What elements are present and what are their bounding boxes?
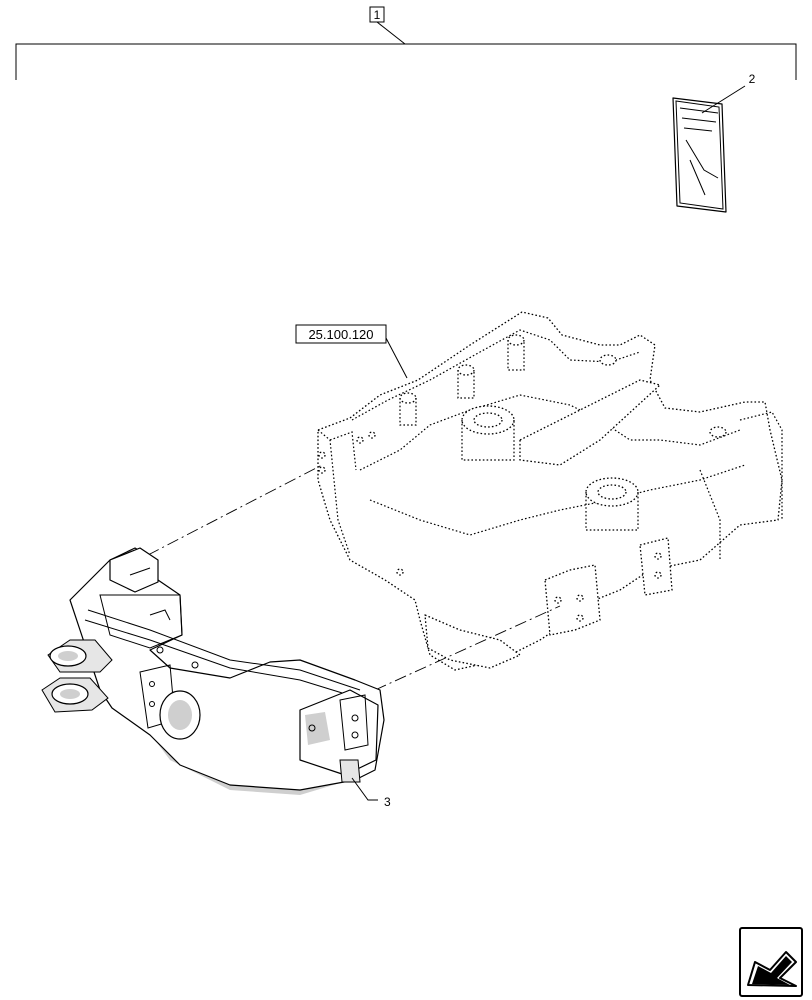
rear-transmission-housing-dotted <box>317 311 783 671</box>
reference-leader <box>385 337 408 379</box>
reference-label: 25.100.120 <box>308 327 373 342</box>
navigate-previous-arrow-icon[interactable] <box>739 927 803 997</box>
callout-1-label: 1 <box>374 8 381 22</box>
callout-3-label[interactable]: 3 <box>384 795 391 809</box>
assembly-bracket <box>15 43 797 80</box>
front-axle-support <box>41 547 385 795</box>
callout-3-leader <box>351 777 378 801</box>
alignment-line-upper <box>147 464 323 556</box>
callout-1-leader <box>376 21 406 45</box>
callout-2-label[interactable]: 2 <box>749 72 756 86</box>
reference-box <box>295 324 387 344</box>
callout-1[interactable]: 1 <box>369 6 385 23</box>
reference-callout[interactable]: 25.100.120 <box>295 324 387 344</box>
alignment-line-lower <box>374 605 561 691</box>
operator-manual-item <box>672 97 727 213</box>
callout-2-leader <box>701 85 746 114</box>
